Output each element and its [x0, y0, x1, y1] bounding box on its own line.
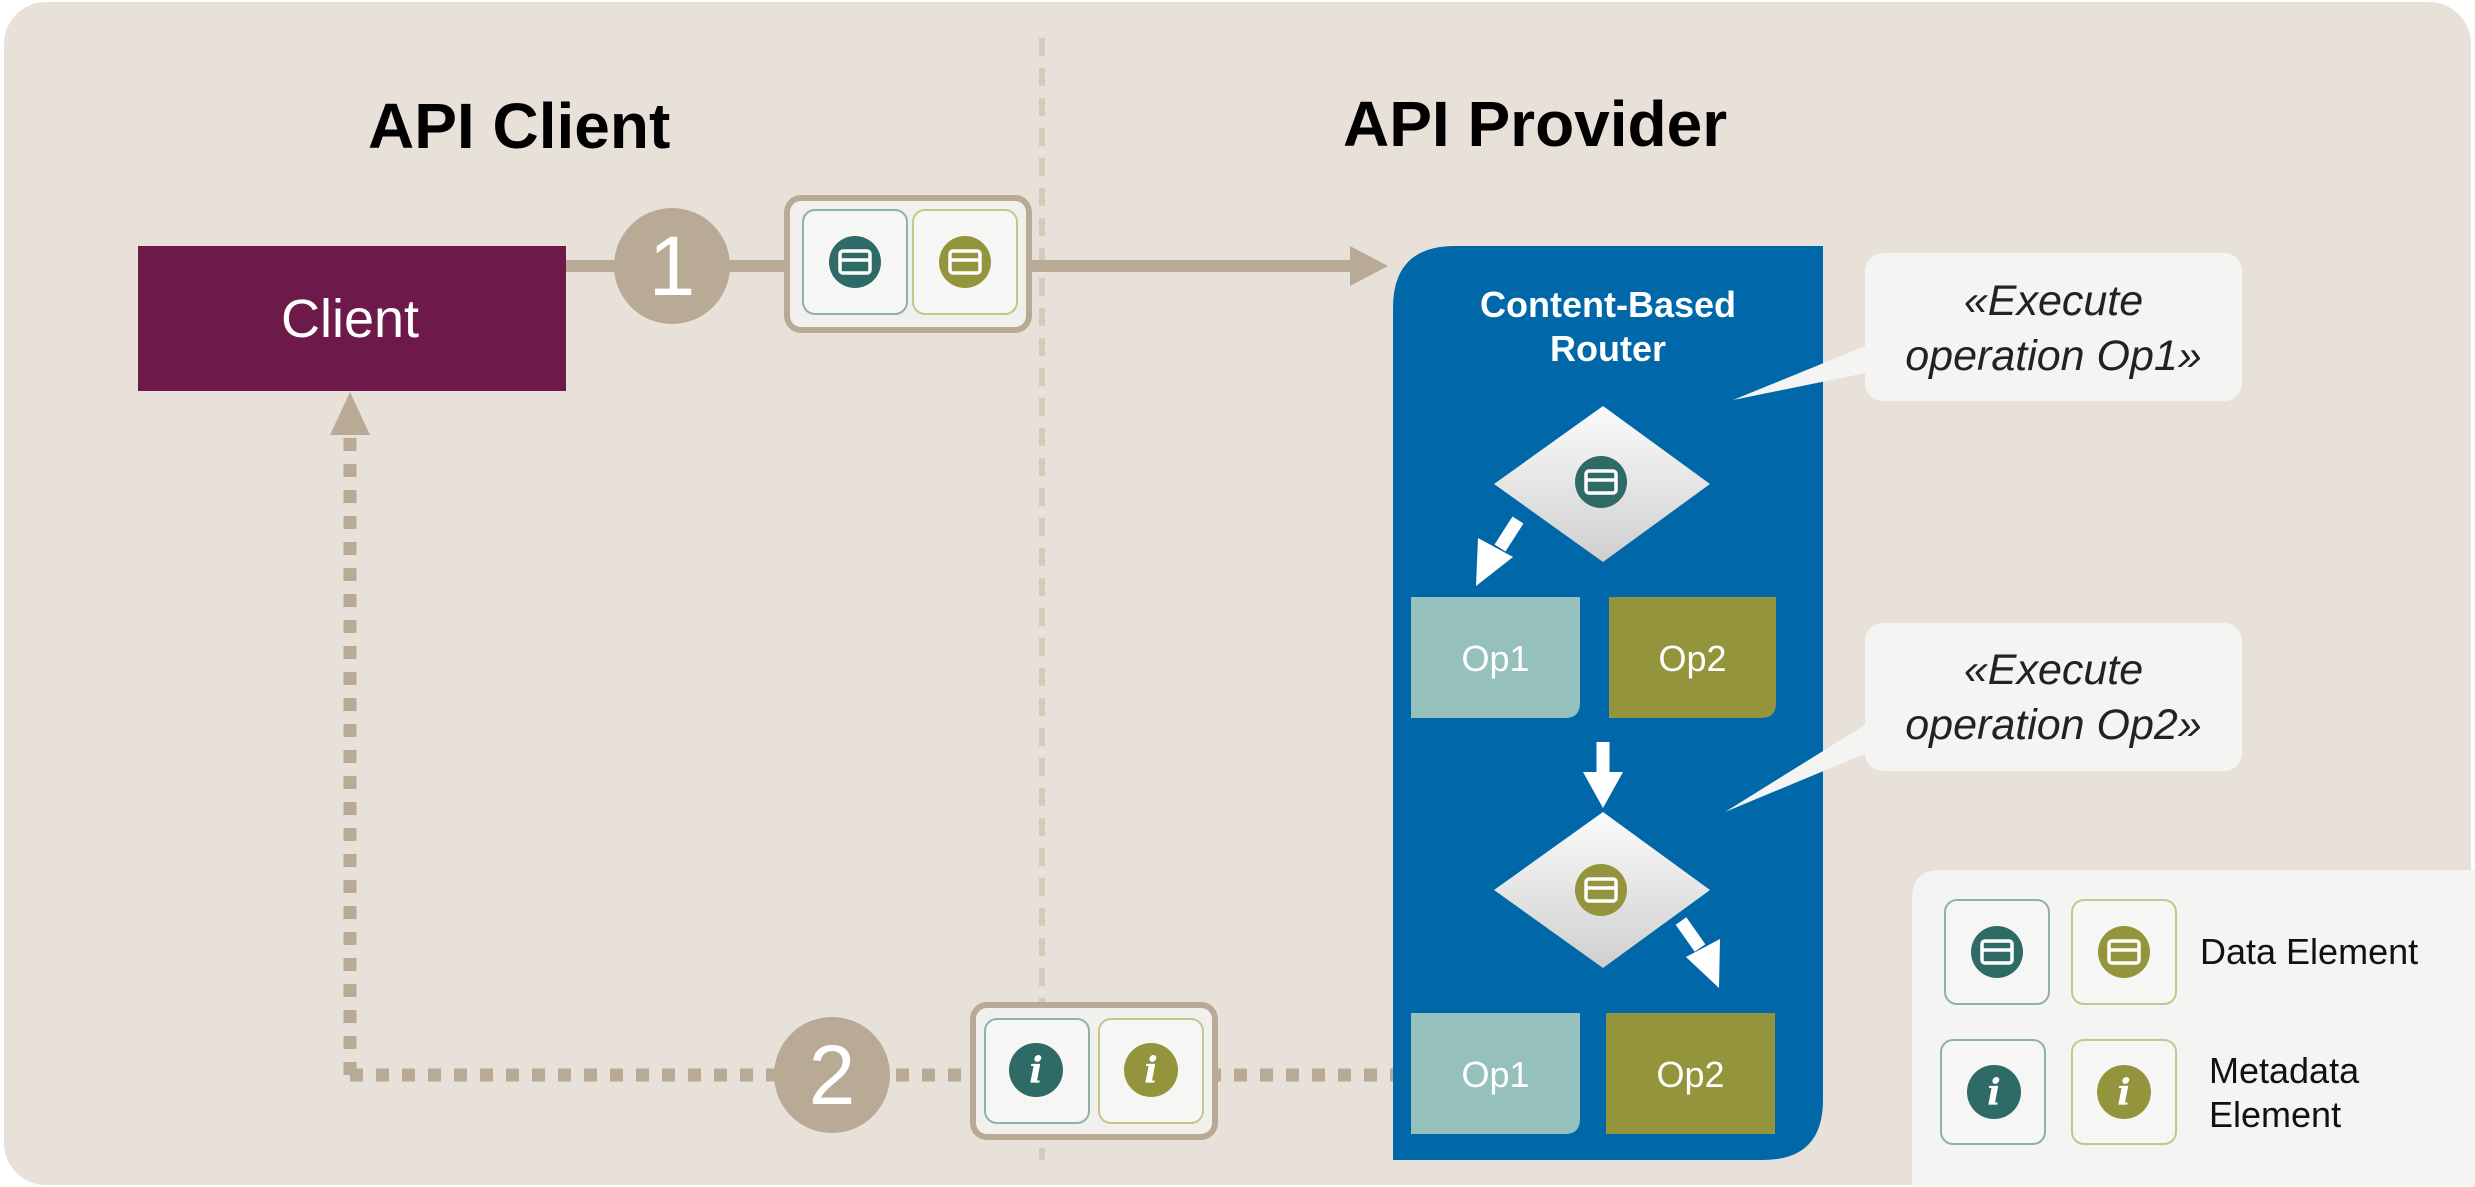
arrow-icon	[1675, 917, 1720, 988]
step-1-label: 1	[648, 219, 696, 313]
card-icon	[1575, 864, 1627, 916]
response-message: i i	[970, 1002, 1218, 1140]
decision-diamond-2	[1494, 812, 1710, 968]
card-icon	[1971, 926, 2023, 978]
callout-1-text: «Execute operation Op1»	[1865, 274, 2242, 384]
card-icon	[1575, 456, 1627, 508]
op1-label-top: Op1	[1461, 638, 1530, 679]
router-title-line-1: Content-Based	[1479, 284, 1736, 325]
card-icon	[829, 236, 881, 288]
svg-text:i: i	[1029, 1050, 1043, 1092]
info-icon: i	[2097, 1065, 2151, 1119]
legend-metadata-line-1: Metadata	[2209, 1050, 2360, 1091]
callout-1-box	[1865, 253, 2242, 401]
op2-label-top: Op2	[1658, 638, 1727, 679]
info-icon: i	[1967, 1065, 2021, 1119]
op2-box-bottom	[1606, 1013, 1775, 1134]
legend-data-element-label: Data Element	[2200, 931, 2419, 972]
background-panel	[4, 2, 2471, 1185]
callout-1-line-2: operation Op1»	[1905, 332, 2202, 380]
legend-metadata-element-label: Metadata Element	[2209, 1049, 2359, 1137]
client-label: Client	[281, 289, 420, 349]
op2-label-bottom: Op2	[1656, 1054, 1725, 1095]
callout-2-line-1: «Execute	[1963, 646, 2144, 694]
op1-label-bottom: Op1	[1461, 1054, 1530, 1095]
info-icon: i	[1124, 1043, 1178, 1097]
info-icon: i	[1009, 1043, 1063, 1097]
callout-1-tail	[1733, 332, 1905, 400]
svg-text:i: i	[2117, 1072, 2131, 1114]
router-container	[1393, 246, 1823, 1160]
card-icon	[2098, 926, 2150, 978]
svg-text:i: i	[1144, 1050, 1158, 1092]
op1-box-top	[1411, 597, 1580, 718]
svg-text:i: i	[1987, 1072, 2001, 1114]
callout-2-line-2: operation Op2»	[1905, 701, 2202, 749]
client-box	[138, 246, 566, 391]
step-1-circle	[614, 208, 730, 324]
op2-box-top	[1609, 597, 1776, 718]
callout-1-line-1: «Execute	[1963, 277, 2144, 325]
callout-2-tail	[1725, 700, 1910, 812]
callout-2-box	[1865, 623, 2242, 771]
card-icon	[939, 236, 991, 288]
decision-diamond-1	[1494, 406, 1710, 562]
op1-box-bottom	[1411, 1013, 1580, 1134]
legend-metadata-line-2: Element	[2209, 1094, 2342, 1135]
arrow-icon	[1476, 516, 1524, 586]
arrow-icon	[1583, 742, 1623, 808]
router-title: Content-Based Router	[1393, 283, 1823, 371]
request-message	[784, 195, 1032, 333]
step-2-circle	[774, 1017, 890, 1133]
request-arrow-icon	[1350, 246, 1388, 286]
step-2-label: 2	[808, 1028, 856, 1122]
api-client-heading: API Client	[368, 90, 671, 162]
response-arrow-icon	[330, 392, 370, 435]
callout-2-text: «Execute operation Op2»	[1865, 643, 2242, 753]
router-title-line-2: Router	[1550, 328, 1666, 369]
legend: i i	[1912, 870, 2475, 1187]
api-provider-heading: API Provider	[1343, 88, 1728, 160]
